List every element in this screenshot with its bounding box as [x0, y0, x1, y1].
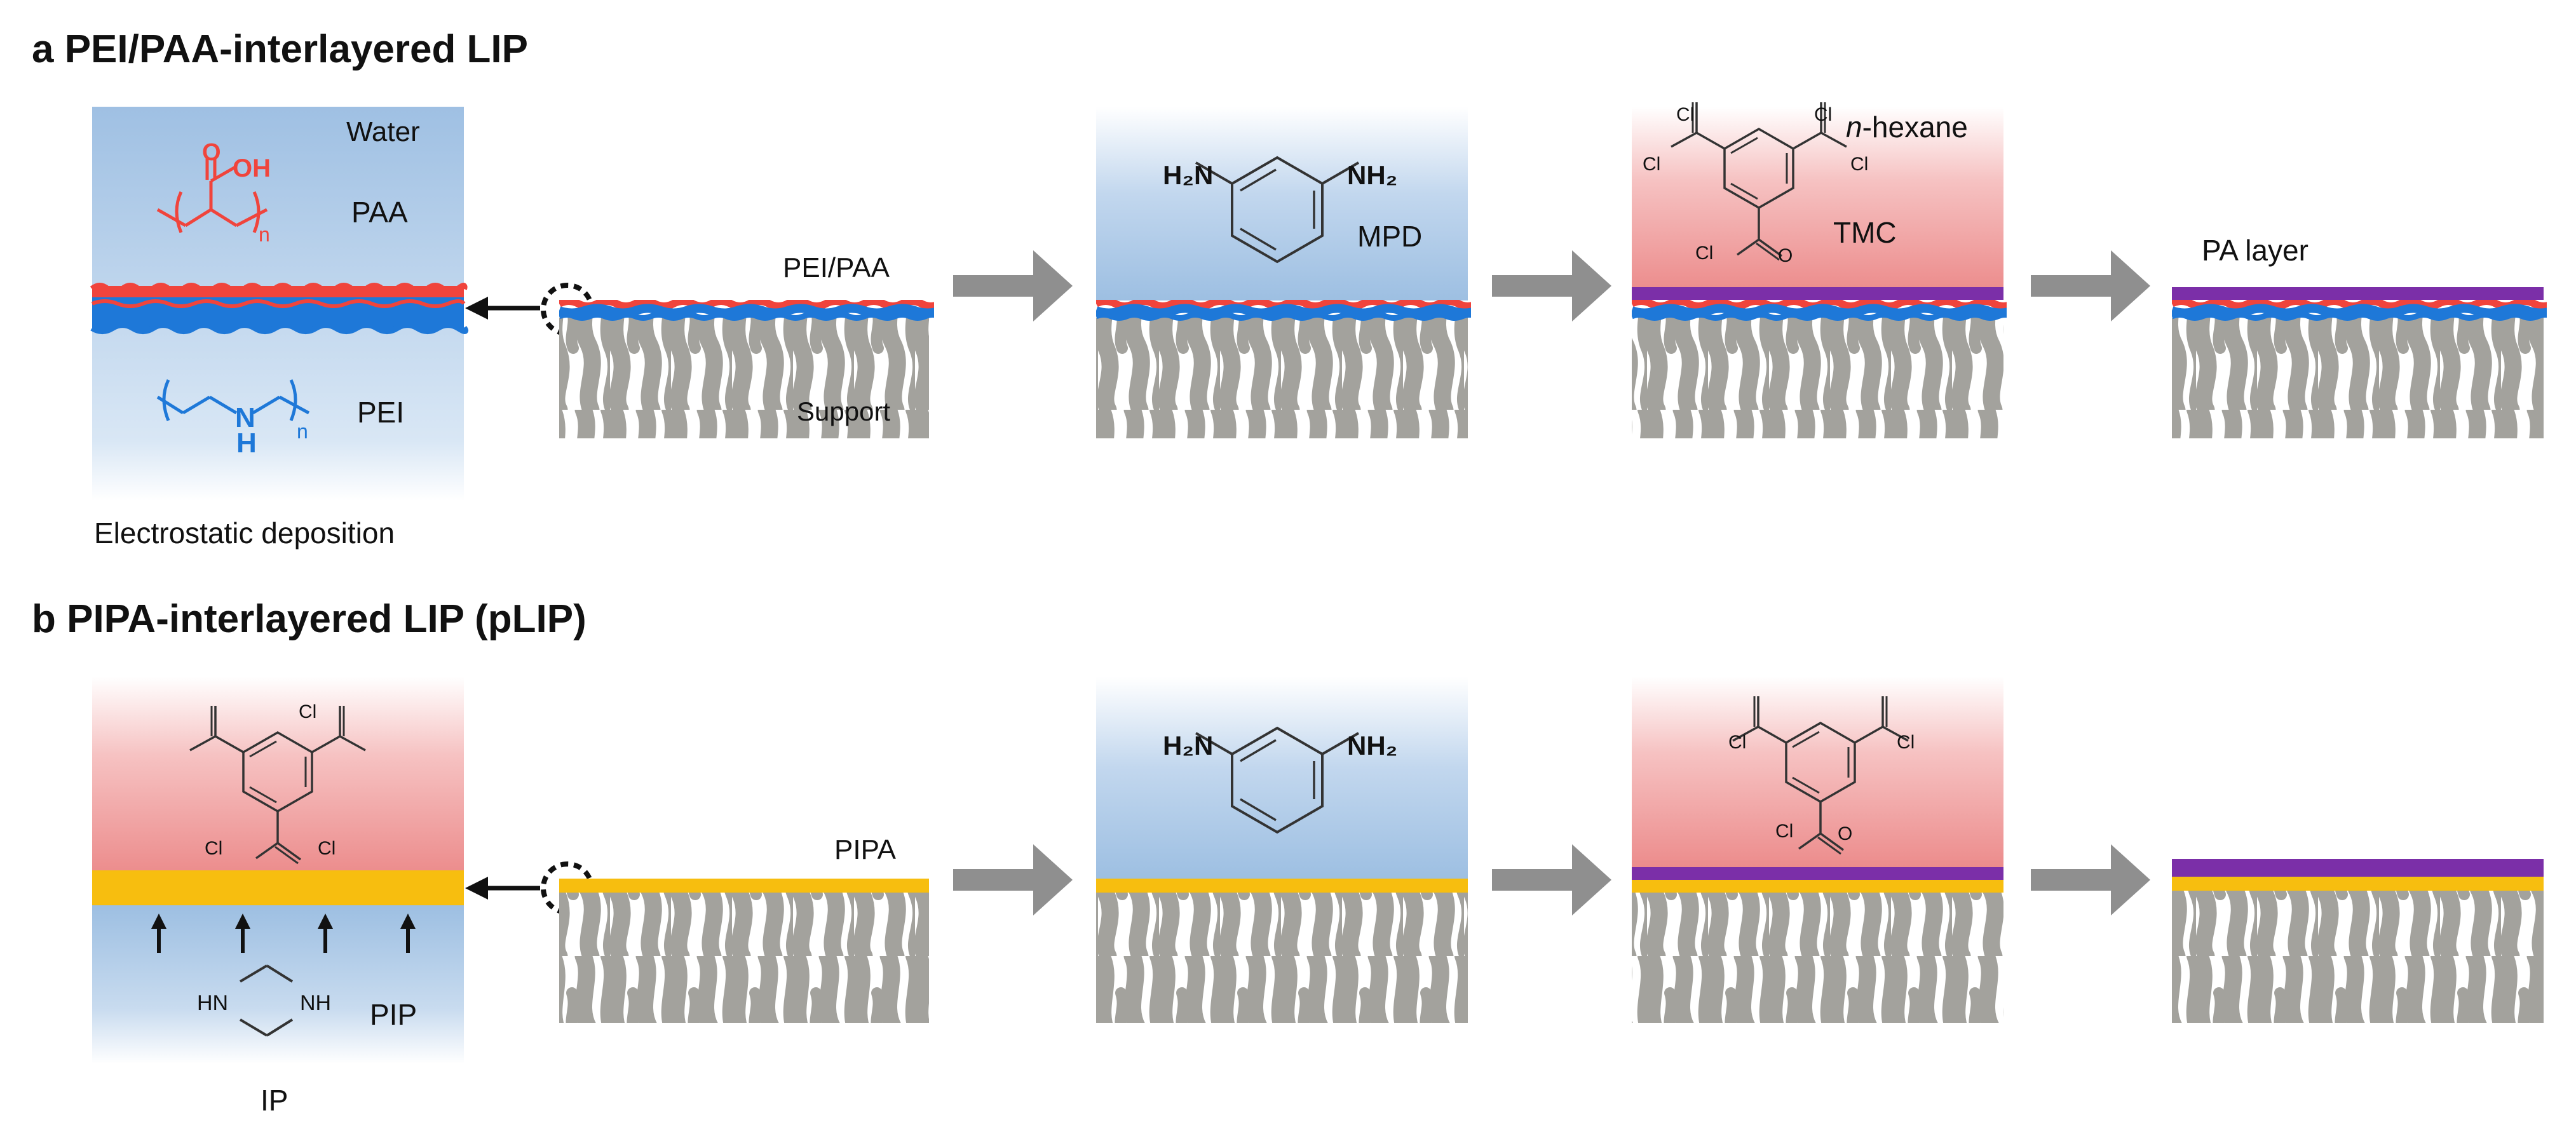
pei-paa-label: PEI/PAA [783, 252, 890, 283]
process-arrow-b2 [1492, 844, 1611, 915]
tmc-label: TMC [1833, 216, 1897, 249]
mpd-b-nh2: NH₂ [1347, 731, 1397, 760]
pip-label: PIP [370, 998, 417, 1031]
panel-a-title: a PEI/PAA-interlayered LIP [32, 27, 528, 71]
zoom-arrow-a [465, 297, 540, 320]
support-label: Support [797, 396, 890, 426]
tmc-a-o-3: O [1778, 245, 1793, 266]
process-arrow-a2 [1492, 250, 1611, 321]
pip-hn: HN [197, 991, 228, 1015]
paa-o-atom: O [202, 139, 221, 166]
pa-layer-label: PA layer [2202, 234, 2308, 267]
mpd-b-h2n: H₂N [1163, 731, 1213, 760]
mpd-nh2: NH₂ [1347, 160, 1397, 190]
tmc-b2-o-3: O [1838, 823, 1852, 844]
pip-nh: NH [300, 991, 331, 1015]
hexane-label: n-hexane [1846, 111, 1968, 144]
tmc-a-cl-4: Cl [1850, 154, 1868, 175]
pei-n-atom: N [235, 402, 255, 433]
deposition-label: Electrostatic deposition [94, 516, 395, 550]
pipa-label: PIPA [834, 834, 897, 865]
pei-label: PEI [357, 396, 404, 429]
water-label: Water [346, 116, 420, 147]
hexane-italic-n: n [1846, 111, 1862, 144]
tmc-a-cl-3: Cl [1643, 154, 1660, 175]
pei-h-atom: H [236, 428, 257, 459]
paa-structure [156, 158, 268, 233]
panel-b-zoom-box: Cl Cl Cl HN NH PIP [92, 677, 464, 1064]
tmc-b2-cl-1: Cl [1728, 732, 1746, 753]
tmc-b1-cl-3: Cl [318, 838, 336, 859]
process-arrow-a3 [2031, 250, 2150, 321]
tmc-a-cl-2: Cl [1814, 104, 1832, 125]
hexane-rest: -hexane [1862, 111, 1968, 144]
step-a1: PEI/PAA Support [559, 252, 966, 438]
process-arrow-a1 [953, 250, 1073, 321]
tmc-b2-cl-3: Cl [1775, 821, 1793, 842]
paa-label: PAA [351, 196, 408, 229]
step-a3: Cl Cl Cl Cl Cl O n-hexane TMC [1632, 101, 2038, 438]
tmc-b2-cl-2: Cl [1897, 732, 1915, 753]
paa-oh: OH [233, 154, 271, 182]
process-arrow-b3 [2031, 844, 2150, 915]
process-arrow-b1 [953, 844, 1073, 915]
pip-ring [239, 964, 294, 1037]
step-a4: PA layer [2172, 234, 2576, 438]
mpd-label: MPD [1357, 220, 1422, 253]
step-b4 [2172, 859, 2544, 1023]
tmc-b1-cl-2: Cl [205, 838, 222, 859]
mpd-h2n: H₂N [1163, 160, 1213, 190]
paa-subscript-n: n [259, 223, 270, 246]
zoom-interlayer [90, 283, 469, 334]
ip-label: IP [261, 1084, 288, 1117]
tmc-a-cl-1: Cl [1676, 104, 1694, 125]
step-b1: PIPA [559, 834, 929, 1023]
panel-a-zoom-box: Water PAA O OH n O [90, 107, 469, 501]
step-a2: H₂N NH₂ MPD [1096, 107, 1503, 438]
pei-subscript-n: n [297, 420, 308, 443]
up-arrows [151, 914, 416, 953]
step-b2: H₂N NH₂ [1096, 677, 1468, 1023]
panel-b-title: b PIPA-interlayered LIP (pLIP) [32, 597, 586, 641]
step-b3: Cl Cl Cl O [1632, 677, 2003, 1023]
tmc-a-cl-5: Cl [1695, 243, 1713, 264]
pei-structure [156, 379, 310, 421]
tmc-b1-cl-1: Cl [299, 701, 316, 722]
zoom-arrow-b [465, 877, 540, 900]
